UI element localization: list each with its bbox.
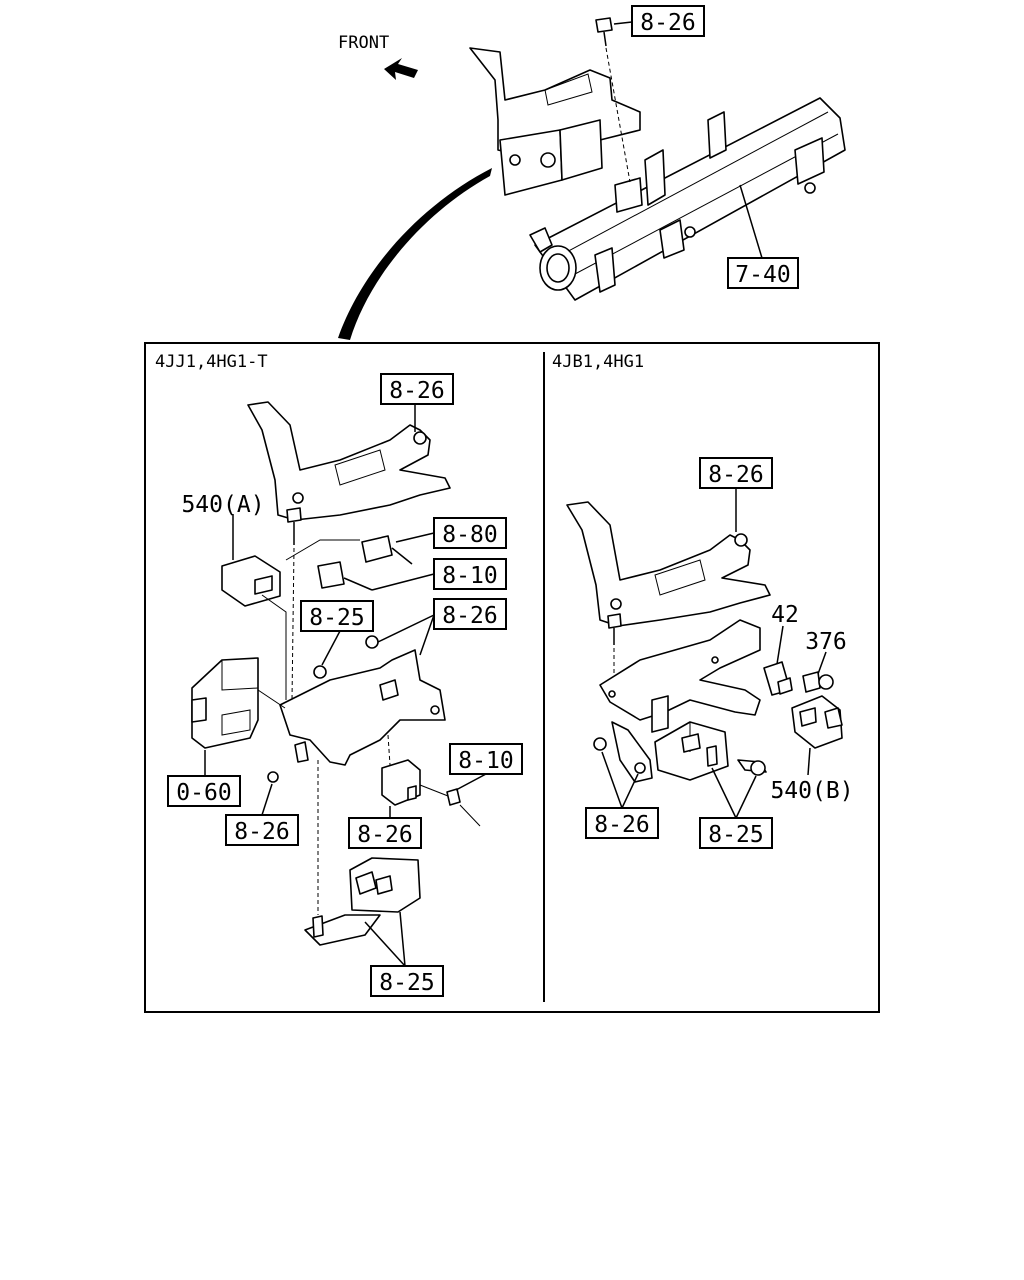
callout-left-8-26-relay: 8-26 [348,806,422,849]
svg-text:8-25: 8-25 [379,970,434,996]
callout-left-0-60: 0-60 [167,750,241,807]
callout-top-7-40: 7-40 [727,184,799,289]
svg-text:8-25: 8-25 [309,605,364,631]
left-panel-drawing [191,401,481,946]
callout-right-376: 376 [805,629,847,675]
svg-text:540(B): 540(B) [770,778,853,804]
right-panel-drawing [566,501,843,783]
svg-text:8-10: 8-10 [442,563,497,589]
callout-left-8-10-lower: 8-10 [449,743,523,791]
front-label: FRONT [338,33,389,53]
callout-right-8-26-bottom: 8-26 [585,751,659,839]
callout-top-8-26: 8-26 [613,5,705,37]
callout-right-8-25-bottom: 8-25 [699,767,773,849]
svg-text:0-60: 0-60 [176,780,231,806]
svg-text:8-26: 8-26 [442,603,497,629]
svg-text:540(A): 540(A) [181,492,264,518]
callout-right-8-26-top: 8-26 [699,457,773,532]
svg-text:42: 42 [771,602,799,628]
callout-left-8-10-upper: 8-10 [371,558,507,591]
front-direction-indicator: FRONT [338,33,418,80]
svg-text:8-26: 8-26 [357,822,412,848]
callout-left-8-26-mid: 8-26 [377,598,507,656]
detail-arc [338,168,492,340]
svg-text:8-26: 8-26 [640,10,695,36]
svg-text:8-26: 8-26 [234,819,289,845]
top-assembly-drawing [469,17,846,301]
svg-text:8-26: 8-26 [594,812,649,838]
svg-text:8-25: 8-25 [708,822,763,848]
callout-right-42: 42 [771,602,799,665]
svg-text:8-26: 8-26 [708,462,763,488]
svg-text:376: 376 [805,629,847,655]
callout-left-540a: 540(A) [181,492,265,560]
svg-text:8-26: 8-26 [389,378,444,404]
front-arrow-icon [384,58,418,80]
svg-text:8-10: 8-10 [458,748,513,774]
callout-right-540b: 540(B) [770,747,854,804]
callout-left-8-25-bottom: 8-25 [364,911,444,997]
svg-text:8-80: 8-80 [442,522,497,548]
callout-left-8-80: 8-80 [395,517,507,549]
callout-left-8-25-upper: 8-25 [300,600,374,666]
panel-left-title: 4JJ1,4HG1-T [155,352,268,372]
callout-left-8-26-top: 8-26 [380,373,454,432]
callout-left-8-26-lower: 8-26 [225,783,299,846]
svg-text:7-40: 7-40 [735,262,790,288]
detail-panel-frame [144,342,880,1013]
panel-right-title: 4JB1,4HG1 [552,352,644,372]
